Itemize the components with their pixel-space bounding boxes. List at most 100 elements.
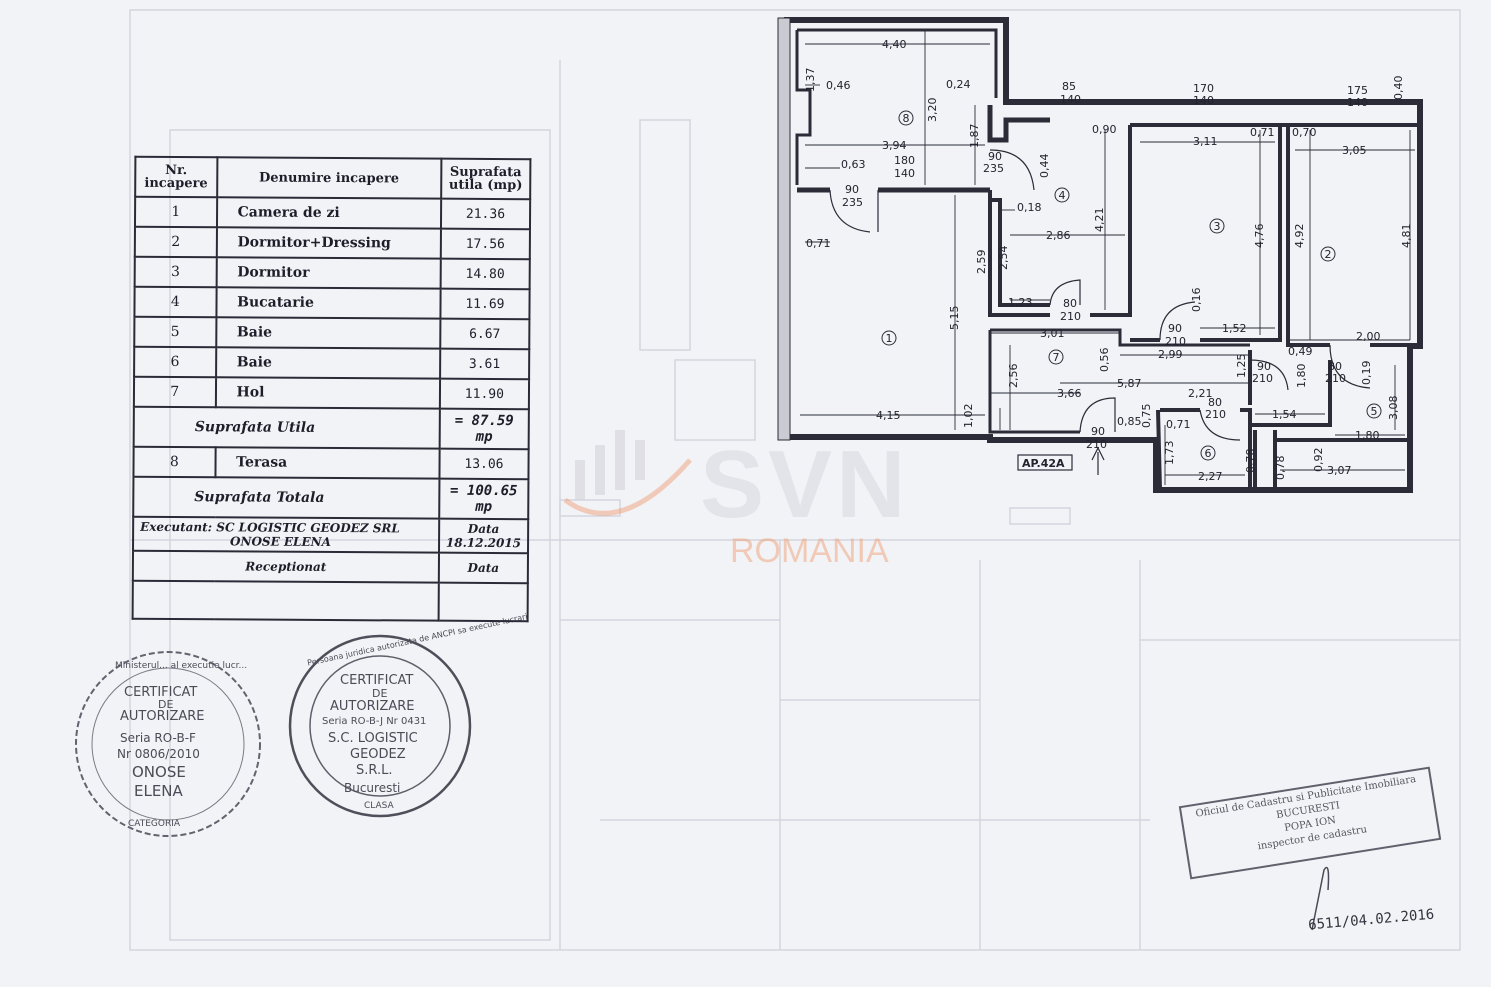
watermark-brand: SVN (700, 431, 910, 538)
dim-label: 4,15 (876, 409, 901, 422)
room-nr: 7 (133, 376, 216, 408)
svg-text:AUTORIZARE: AUTORIZARE (120, 709, 205, 724)
svg-text:AUTORIZARE: AUTORIZARE (330, 699, 415, 714)
room-name: Bucatarie (216, 287, 441, 319)
svg-text:ELENA: ELENA (134, 782, 184, 800)
room-nr: 1 (134, 196, 217, 228)
room-area: 3.61 (439, 348, 530, 380)
svg-text:CATEGORIA: CATEGORIA (128, 819, 181, 829)
dim-label: 2,21 (1188, 387, 1213, 400)
received-signature-cell (132, 580, 439, 621)
faint-building-lines (129, 9, 1461, 951)
dim-label: 1,37 (804, 68, 817, 93)
svg-text:Seria RO-B-J Nr 0431: Seria RO-B-J Nr 0431 (322, 716, 426, 727)
table-row: 3 Dormitor 14.80 (134, 256, 530, 290)
dim-label: 0,90 (1092, 123, 1117, 136)
date-label: Data (467, 521, 500, 537)
room-area: 11.69 (440, 288, 530, 320)
useful-area-value: = 87.59 mp (439, 408, 529, 450)
dim-label: 0,70 (1292, 126, 1317, 139)
terrace-nr: 8 (133, 446, 216, 478)
dim-label: 1,02 (962, 404, 975, 429)
dim-label: 3,08 (1387, 396, 1400, 421)
dim-label: 5,15 (948, 306, 961, 331)
dim-label: 90 (1091, 425, 1105, 438)
received-empty-row (132, 580, 528, 622)
dim-label: 2,56 (1007, 364, 1020, 389)
room-number-1: 1 (886, 332, 893, 345)
dim-label: 1,87 (968, 124, 981, 149)
dim-label: 3,07 (1327, 464, 1352, 477)
dim-label: 0,46 (826, 79, 851, 92)
dim-label: 0,18 (1017, 201, 1042, 214)
dim-label: 210 (1086, 438, 1107, 451)
dim-label: 4,81 (1400, 224, 1413, 249)
svg-text:Nr 0806/2010: Nr 0806/2010 (117, 747, 200, 761)
dim-label: 0,44 (1038, 154, 1051, 179)
room-numbers: 8 1 2 3 4 5 6 7 (886, 112, 1378, 460)
dim-label: 0,75 (1140, 404, 1153, 429)
useful-area-row: Suprafata Utila = 87.59 mp (133, 406, 529, 450)
table-row: 5 Baie 6.67 (134, 316, 530, 350)
terrace-row: 8 Terasa 13.06 (133, 446, 529, 480)
room-number-3: 3 (1214, 220, 1221, 233)
dim-label: 3,01 (1040, 327, 1065, 340)
room-nr: 4 (134, 286, 217, 318)
svg-text:S.C. LOGISTIC: S.C. LOGISTIC (328, 731, 418, 746)
dim-label: 0,40 (1392, 76, 1405, 101)
dim-label: 210 (1060, 310, 1081, 323)
dim-label: 0,78 (1244, 449, 1257, 474)
room-number-5: 5 (1371, 405, 1378, 418)
received-row: Receptionat Data (132, 550, 529, 584)
table-row: 6 Baie 3.61 (134, 346, 530, 380)
dim-label: 175 (1347, 84, 1368, 97)
executant-person: ONOSE ELENA (230, 534, 331, 549)
dim-label: 80 (1063, 297, 1077, 310)
dim-label: 80 (1208, 396, 1222, 409)
watermark-logo-icon (563, 430, 692, 516)
room-nr: 6 (134, 346, 216, 378)
company-authorization-stamp: Persoana juridica autorizata de ANCPI sa… (288, 612, 528, 818)
dim-label: 1,80 (1355, 429, 1380, 442)
svg-text:GEODEZ: GEODEZ (350, 747, 406, 762)
svg-text:S.R.L.: S.R.L. (356, 763, 392, 778)
dim-label: 3,11 (1193, 135, 1218, 148)
dim-label: 140 (1193, 94, 1214, 107)
apartment-plan (777, 17, 1423, 493)
total-area-row: Suprafata Totala = 100.65 mp (133, 476, 529, 520)
dim-label: 2,27 (1198, 470, 1223, 483)
dim-label: 90 (988, 150, 1002, 163)
watermark-country: ROMANIA (730, 532, 889, 570)
executant-date-cell: Data 18.12.2015 (438, 518, 529, 554)
person-authorization-stamp: Ministerul... al executie lucr... CERTIF… (75, 651, 261, 837)
dim-label: 90 (1257, 360, 1271, 373)
dim-label: 2,86 (1046, 229, 1071, 242)
dim-label: 4,21 (1093, 208, 1106, 233)
svg-text:ONOSE: ONOSE (132, 763, 186, 781)
room-nr: 2 (134, 226, 217, 258)
dim-label: 4,76 (1253, 224, 1266, 249)
room-area: 11.90 (439, 378, 530, 410)
dim-label: 3,66 (1057, 387, 1082, 400)
svg-text:Ministerul... al executie lucr: Ministerul... al executie lucr... (115, 661, 247, 671)
room-number-6: 6 (1205, 447, 1212, 460)
dim-label: 1,23 (1008, 296, 1033, 309)
signature-mark (1311, 866, 1330, 931)
dim-label: 140 (1060, 93, 1081, 106)
dim-label: 2,99 (1158, 348, 1183, 361)
dim-label: 2,59 (975, 250, 988, 275)
table-row: 1 Camera de zi 21.36 (134, 196, 531, 230)
dim-label: 5,87 (1117, 377, 1142, 390)
dim-label: 0,16 (1190, 288, 1203, 313)
received-label: Receptionat (132, 550, 439, 583)
room-name: Baie (215, 347, 441, 379)
dimension-labels: 4,40 1,37 0,46 0,24 3,20 85 140 170 140 … (804, 38, 1413, 483)
room-name: Hol (215, 377, 440, 409)
room-name: Camera de zi (216, 197, 442, 229)
dim-label: 1,54 (1272, 408, 1297, 421)
dim-label: 0,85 (1117, 415, 1142, 428)
useful-area-label: Suprafata Utila (133, 406, 440, 449)
dim-label: 2,54 (997, 246, 1010, 271)
dim-label: 2,00 (1356, 330, 1381, 343)
header-area: Suprafata utila (mp) (441, 158, 531, 200)
